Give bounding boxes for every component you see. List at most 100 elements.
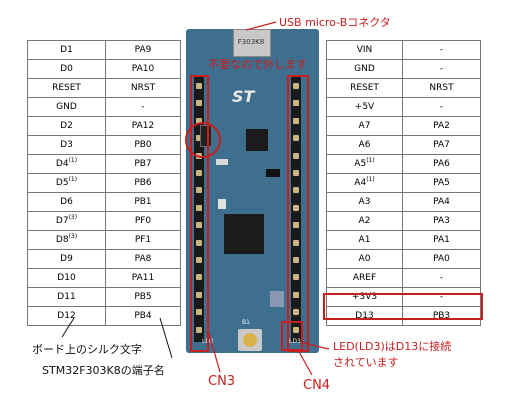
header-pin <box>196 170 202 176</box>
pin-cell: PA3 <box>402 211 481 231</box>
stm32-mcu-chip <box>224 214 264 254</box>
cn3-label: CN3 <box>208 374 236 389</box>
footnote-marker: (1) <box>68 176 78 183</box>
cn4-header <box>291 77 301 342</box>
header-pin <box>293 117 299 124</box>
header-pin <box>196 100 202 107</box>
header-pin <box>293 274 299 281</box>
small-component <box>266 169 280 177</box>
pin-table-row: +5V- <box>326 97 481 117</box>
header-pin <box>293 152 299 159</box>
pin-name-pointer-line <box>159 317 173 359</box>
silk-text: D6 <box>60 197 73 207</box>
cn4-pointer-line <box>297 349 313 376</box>
silk-text: VIN <box>356 45 373 55</box>
silk-text: D0 <box>60 64 73 74</box>
silk-text: GND <box>354 64 375 74</box>
cn3-highlight-box <box>190 75 209 352</box>
silk-text: D5 <box>55 178 69 188</box>
d13-highlight-box <box>323 293 483 320</box>
silk-text-label: ボード上のシルク文字 <box>32 343 142 356</box>
silk-text: D11 <box>57 292 76 302</box>
silk-text: D7 <box>55 216 69 226</box>
pin-table-row: D5(1)PB6 <box>27 173 181 193</box>
header-pin <box>196 187 202 194</box>
pin-table-row: VIN- <box>326 40 481 60</box>
header-pin <box>293 222 299 229</box>
silk-text: RESET <box>350 83 379 93</box>
header-pin <box>196 257 202 263</box>
stlink-chip <box>246 129 268 151</box>
cn4-label: CN4 <box>303 378 331 393</box>
header-pin <box>293 187 299 194</box>
silk-text: D3 <box>60 140 73 150</box>
silk-text: A6 <box>358 140 371 150</box>
header-pin <box>293 100 299 107</box>
silk-text: +3V3 <box>351 292 378 302</box>
silk-text: D13 <box>355 311 374 321</box>
footnote-marker: (3) <box>68 214 78 221</box>
pin-table-row: +3V3- <box>326 287 481 307</box>
footnote-marker: (1) <box>68 157 78 164</box>
reset-button-cap <box>243 333 257 347</box>
small-component <box>270 291 284 307</box>
header-pin <box>293 239 299 246</box>
usb-connector-label: USB micro-Bコネクタ <box>279 16 391 29</box>
header-pin <box>196 291 202 298</box>
silk-text: A2 <box>358 216 371 226</box>
header-pin <box>196 117 202 124</box>
pin-table-row: D7(3)PF0 <box>27 211 181 231</box>
cn4-highlight-box <box>287 75 309 352</box>
silk-text: A7 <box>358 121 371 131</box>
usb-pointer-line <box>245 21 277 31</box>
silk-text: A1 <box>358 235 371 245</box>
silk-text: RESET <box>52 83 81 93</box>
silk-text: D2 <box>60 121 73 131</box>
silk-text: +5V <box>354 102 375 112</box>
footnote-marker: (3) <box>68 233 78 240</box>
small-component <box>216 159 228 165</box>
silk-text: A4 <box>354 178 367 188</box>
pin-cell: PB4 <box>105 306 181 326</box>
led-note-line-1: LED(LD3)はD13に接続 <box>333 340 452 353</box>
ld3-highlight-box <box>281 321 303 351</box>
header-pin <box>293 326 299 333</box>
header-pin <box>196 204 202 211</box>
pin-table-row: A4(1)PA5 <box>326 173 481 193</box>
silk-text: D12 <box>57 311 76 321</box>
b1-label: B1 <box>242 319 250 326</box>
silk-text: D10 <box>57 273 76 283</box>
header-pin <box>293 170 299 176</box>
ld3-label: LD3 <box>289 338 301 345</box>
pin-name-label: STM32F303K8の端子名 <box>42 364 165 377</box>
led-note-line-2: されています <box>333 356 399 369</box>
header-pin <box>293 257 299 263</box>
small-component <box>218 199 226 209</box>
footnote-marker: (1) <box>366 176 375 183</box>
header-pin <box>196 135 202 142</box>
header-pin <box>293 291 299 298</box>
silk-text: A3 <box>358 197 371 207</box>
pin-table-row: A2 PA3 <box>326 211 481 231</box>
silk-text: D8 <box>55 235 69 245</box>
cn3-header <box>194 77 204 342</box>
silk-text: D9 <box>60 254 73 264</box>
silk-text: GND <box>56 102 77 112</box>
silk-text: AREF <box>352 273 377 283</box>
